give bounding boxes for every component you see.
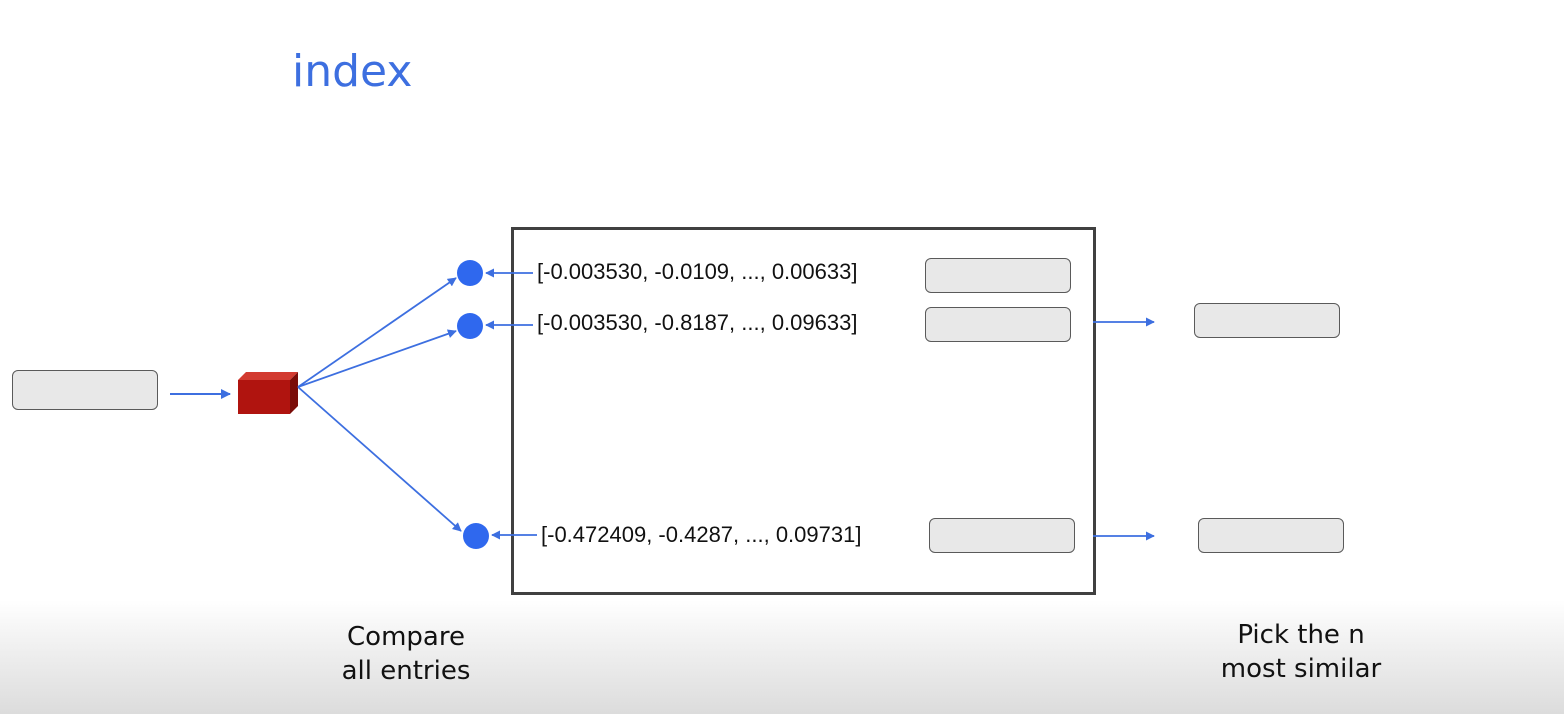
index-entry-vector: [-0.003530, -0.0109, ..., 0.00633] [537,259,858,284]
pick-caption-line: most similar [1220,654,1382,684]
index-entry-document-pill [929,518,1075,553]
similarity-dot [457,313,483,339]
compare-arrow [297,386,462,532]
pick-caption-line: Pick the n [1237,620,1365,650]
similarity-dot [463,523,489,549]
compare-arrow [297,277,457,388]
result-document-pill [1198,518,1344,553]
compare-caption-line: Compare [347,622,465,652]
similarity-dot [457,260,483,286]
index-entry-document-pill [925,307,1071,342]
index-entry-vector: [-0.003530, -0.8187, ..., 0.09633] [537,310,858,335]
pick-caption: Pick the n most similar [1190,618,1412,686]
result-document-pill [1194,303,1340,338]
compare-caption: Compare all entries [318,620,494,688]
compare-caption-line: all entries [341,656,471,686]
index-entry-document-pill [925,258,1071,293]
diagram-title: index [292,46,413,97]
compare-arrow [297,329,457,388]
index-box [511,227,1096,595]
embedding-block-icon [238,372,298,414]
index-entry-vector: [-0.472409, -0.4287, ..., 0.09731] [541,522,862,547]
query-text-pill [12,370,158,410]
